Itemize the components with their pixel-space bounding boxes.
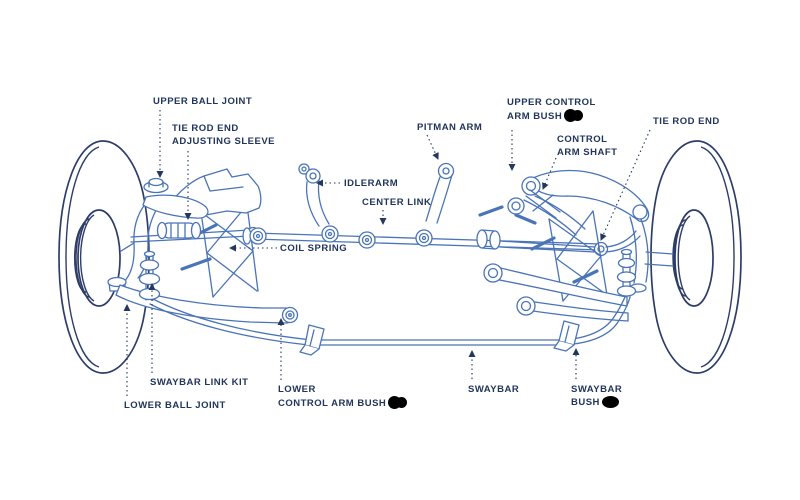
label-control-arm-shaft: CONTROL ARM SHAFT [557,134,618,158]
right-wheel-hub [674,209,714,307]
steering-knuckle-left [120,198,164,284]
label-center-link: CENTER LINK [362,197,432,208]
swaybar-bracket-right [553,320,580,352]
lower-control-arm-right [483,263,629,322]
redaction-blob [601,396,619,408]
label-tie-rod-end-adjusting-sleeve: TIE ROD END ADJUSTING SLEEVE [172,123,276,147]
upper-ball-joint-part [143,177,169,194]
label-lower-control-arm-bushing: LOWER CONTROL ARM BUSH [278,383,408,410]
left-tire [58,140,150,374]
upper-control-arm-right [507,169,650,236]
leader-control-arm-shaft [542,157,557,190]
upper-control-arm-left [142,194,209,219]
leader-pitman-arm [426,134,439,160]
coil-spring-left-part [180,204,259,298]
redaction-blob [388,396,408,409]
label-tie-rod-end-right: TIE ROD END [653,116,720,127]
label-upper-control-arm-bushing: UPPER CONTROL ARM BUSH [507,97,596,122]
label-coil-spring: COIL SPRING [280,243,348,254]
right-tire [650,140,742,374]
pitman-arm-part [425,162,455,224]
idler-arm-part [298,163,330,227]
swaybar-bracket-left [299,324,325,356]
label-upper-ball-joint: UPPER BALL JOINT [153,96,253,107]
label-lower-ball-joint: LOWER BALL JOINT [124,400,226,411]
label-swaybar-bushing: SWAYBAR BUSH [571,384,623,408]
leader-lines [123,110,651,396]
swaybar-link-right-part [616,248,637,297]
coil-spring-right-part [530,210,608,302]
leader-tie-rod-end-right [600,129,651,241]
control-arm-shaft-part [478,189,561,225]
label-swaybar-link-kit: SWAYBAR LINK KIT [150,377,249,388]
label-pitman-arm: PITMAN ARM [417,122,483,133]
redaction-blob [564,109,584,122]
label-swaybar: SWAYBAR [468,384,520,395]
label-idlerarm: IDLERARM [344,178,399,189]
swaybar-link-kit-part [138,250,161,301]
center-link-joints [249,225,433,249]
lower-control-arm-left [115,284,299,324]
